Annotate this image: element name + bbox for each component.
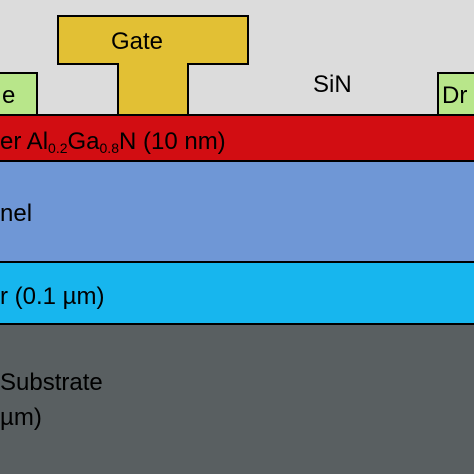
- buffer-label: r (0.1 µm): [0, 283, 105, 310]
- substrate-layer: [0, 323, 474, 474]
- source-label: e: [2, 82, 16, 109]
- gan-channel-layer: [0, 160, 474, 263]
- channel-label: nel: [0, 200, 33, 227]
- barrier-label-ga: Ga: [67, 128, 100, 155]
- barrier-label-al-fraction: 0.2: [48, 140, 68, 156]
- substrate-label-line1: Substrate: [0, 369, 103, 396]
- sin-label: SiN: [313, 71, 352, 98]
- barrier-label-ga-fraction: 0.8: [99, 140, 119, 156]
- barrier-label: er Al0.2Ga0.8N (10 nm): [0, 128, 226, 156]
- drain-label: Dr: [442, 82, 468, 109]
- source-contact: e: [0, 72, 38, 116]
- barrier-label-suffix: N (10 nm): [118, 128, 226, 155]
- gate-label: Gate: [111, 28, 164, 55]
- barrier-label-prefix: er Al: [0, 128, 49, 155]
- substrate-label-line2: µm): [0, 404, 42, 431]
